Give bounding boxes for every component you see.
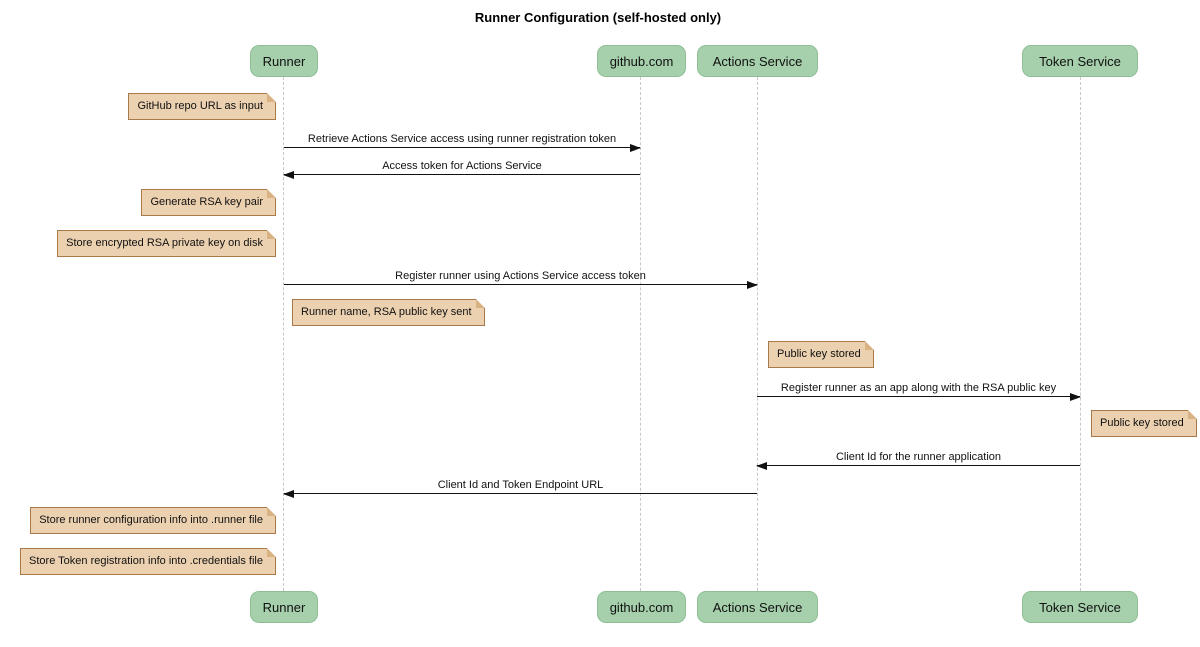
arrowhead-left-icon xyxy=(756,462,767,470)
message-line xyxy=(284,174,640,175)
participant-github-top: github.com xyxy=(597,45,686,77)
arrowhead-right-icon xyxy=(630,144,641,152)
participant-runner-bottom: Runner xyxy=(250,591,318,623)
note-generate-rsa-key-pair: Generate RSA key pair xyxy=(141,189,276,216)
arrowhead-left-icon xyxy=(283,171,294,179)
message-retrieve-actions-access: Retrieve Actions Service access using ru… xyxy=(284,131,641,152)
note-store-token-registration: Store Token registration info into .cred… xyxy=(20,548,276,575)
arrowhead-right-icon xyxy=(1070,393,1081,401)
note-store-runner-config: Store runner configuration info into .ru… xyxy=(30,507,276,534)
lifeline-github xyxy=(640,77,641,591)
note-public-key-stored-token: Public key stored xyxy=(1091,410,1197,437)
lifeline-token-service xyxy=(1080,77,1081,591)
message-label: Client Id and Token Endpoint URL xyxy=(437,479,604,491)
message-register-runner-as-app: Register runner as an app along with the… xyxy=(757,380,1081,401)
message-line xyxy=(284,493,757,494)
message-client-id-for-runner: Client Id for the runner application xyxy=(756,449,1080,470)
message-line xyxy=(757,465,1080,466)
message-label: Access token for Actions Service xyxy=(382,160,542,172)
participant-actions-service-top: Actions Service xyxy=(697,45,818,77)
message-line xyxy=(284,147,640,148)
note-store-encrypted-private-key: Store encrypted RSA private key on disk xyxy=(57,230,276,257)
message-label: Client Id for the runner application xyxy=(835,451,1002,463)
message-label: Register runner as an app along with the… xyxy=(780,382,1057,394)
participant-runner-top: Runner xyxy=(250,45,318,77)
note-github-repo-url: GitHub repo URL as input xyxy=(128,93,276,120)
message-line xyxy=(284,284,757,285)
message-client-id-token-endpoint: Client Id and Token Endpoint URL xyxy=(283,477,757,498)
lifeline-actions-service xyxy=(757,77,758,591)
participant-token-service-top: Token Service xyxy=(1022,45,1138,77)
lifeline-runner xyxy=(283,77,284,591)
arrowhead-right-icon xyxy=(747,281,758,289)
participant-actions-service-bottom: Actions Service xyxy=(697,591,818,623)
note-public-key-stored-actions: Public key stored xyxy=(768,341,874,368)
participant-token-service-bottom: Token Service xyxy=(1022,591,1138,623)
message-access-token: Access token for Actions Service xyxy=(283,158,640,179)
participant-github-bottom: github.com xyxy=(597,591,686,623)
message-register-runner: Register runner using Actions Service ac… xyxy=(284,268,758,289)
note-runner-name-public-key-sent: Runner name, RSA public key sent xyxy=(292,299,485,326)
diagram-title: Runner Configuration (self-hosted only) xyxy=(474,10,722,25)
arrowhead-left-icon xyxy=(283,490,294,498)
message-line xyxy=(757,396,1080,397)
message-label: Register runner using Actions Service ac… xyxy=(395,270,646,282)
message-label: Retrieve Actions Service access using ru… xyxy=(307,133,617,145)
